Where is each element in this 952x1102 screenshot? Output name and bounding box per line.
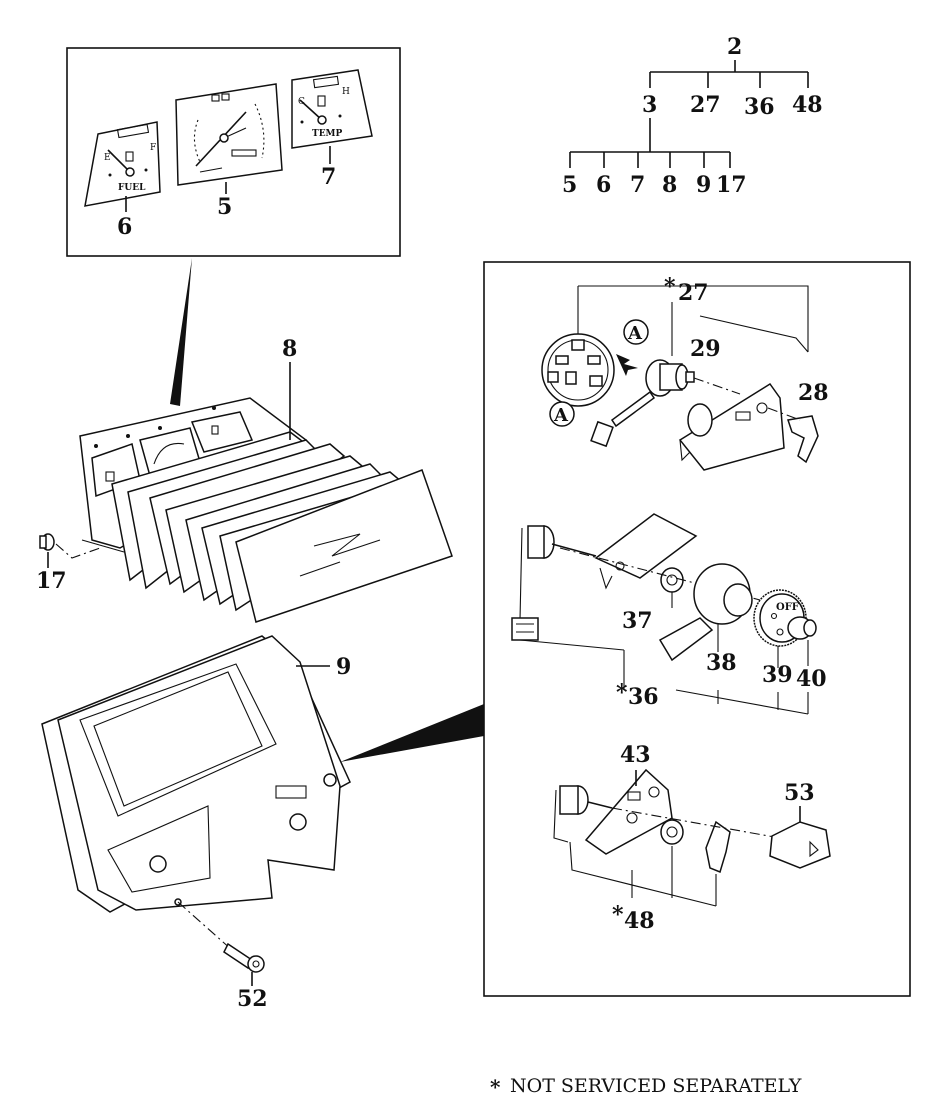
asterisk-48: *	[612, 902, 624, 928]
tree-node-17: 17	[716, 172, 747, 198]
tree-node-27: 27	[690, 92, 721, 118]
light-switch-36: OFF 37 38 39 40 * 36	[511, 513, 827, 715]
asterisk-36: *	[616, 680, 628, 706]
tree-node-8: 8	[662, 172, 677, 198]
label-29: 29	[690, 336, 721, 362]
screw-52: 52	[177, 901, 268, 1012]
label-8: 8	[282, 336, 297, 362]
ignition-switch-27: * 27 29 28 A A	[541, 274, 829, 471]
label-9: 9	[336, 654, 351, 680]
tree-node-7: 7	[630, 172, 645, 198]
callout-a-left-text: A	[553, 405, 569, 426]
inset-pointer	[170, 258, 192, 406]
cluster-bezel	[41, 635, 351, 913]
label-36: 36	[628, 684, 659, 710]
label-27: 27	[678, 280, 709, 306]
part-hierarchy-tree: 2 3 27 36 48 5 6 7 8 9 17	[562, 34, 823, 198]
label-38: 38	[706, 650, 737, 676]
bulb-17: 17	[36, 533, 101, 594]
callout-a-left	[549, 401, 575, 427]
label-48: 48	[624, 908, 655, 934]
callout-a-right	[623, 319, 649, 345]
tree-node-6: 6	[596, 172, 611, 198]
instrument-cluster	[79, 397, 453, 623]
gauge-inset-frame	[66, 47, 401, 257]
tachometer-gauge	[175, 83, 283, 186]
tree-node-9: 9	[696, 172, 711, 198]
temp-h-label: H	[342, 87, 350, 97]
label-52: 52	[237, 986, 268, 1012]
tree-root-2: 2	[727, 34, 742, 60]
footnote-text: NOT SERVICED SEPARATELY	[510, 1075, 802, 1097]
label-43: 43	[620, 742, 651, 768]
label-7: 7	[321, 164, 336, 190]
fuel-label: FUEL	[118, 183, 146, 193]
fuel-gauge: E F FUEL	[84, 121, 161, 207]
switch-48: 43 53 * 48	[553, 742, 831, 934]
label-28: 28	[798, 380, 829, 406]
fuel-e-label: E	[104, 153, 111, 163]
footnote: * NOT SERVICED SEPARATELY	[490, 1075, 802, 1099]
bezel-pointer	[340, 704, 484, 762]
label-17: 17	[36, 568, 67, 594]
temp-gauge: C H TEMP	[291, 69, 373, 149]
label-39: 39	[762, 662, 793, 688]
gauge-inset: E F FUEL C H	[66, 47, 401, 257]
tree-node-48: 48	[792, 92, 823, 118]
tree-node-36: 36	[744, 94, 775, 120]
label-53: 53	[784, 780, 815, 806]
tree-node-3: 3	[642, 92, 657, 118]
temp-label: TEMP	[312, 129, 343, 139]
switch-box-frame	[483, 261, 911, 997]
label-5: 5	[217, 194, 232, 220]
label-40: 40	[796, 666, 827, 692]
label-37: 37	[622, 608, 653, 634]
tree-node-5: 5	[562, 172, 577, 198]
asterisk-27: *	[664, 274, 676, 300]
footnote-star: *	[490, 1075, 501, 1099]
switch-detail-box: * 27 29 28 A A	[483, 261, 911, 997]
label-6: 6	[117, 214, 132, 240]
callout-a-right-text: A	[627, 323, 643, 344]
off-label: OFF	[776, 602, 799, 613]
fuel-f-label: F	[150, 143, 156, 153]
